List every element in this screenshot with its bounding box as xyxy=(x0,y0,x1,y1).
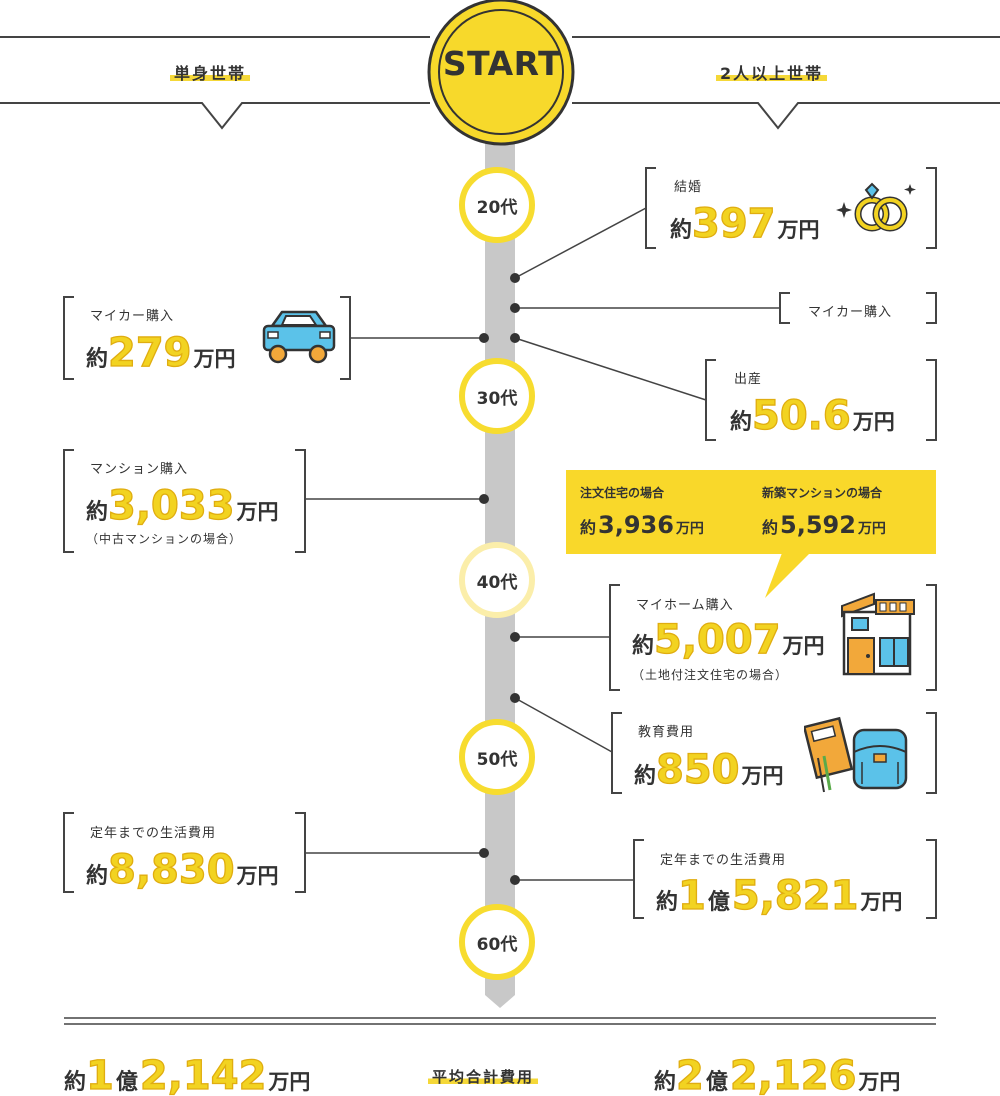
left-car-title: マイカー購入 xyxy=(90,309,175,324)
right-living-amount: 約1億5,821万円 xyxy=(656,873,903,919)
footer-single-total: 約1億2,142万円 xyxy=(64,1053,311,1096)
right-education-title: 教育費用 xyxy=(638,725,695,740)
age-50s: 50代 xyxy=(459,719,535,795)
left-living-title: 定年までの生活費用 xyxy=(90,826,217,841)
left-mansion-note: （中古マンションの場合） xyxy=(86,532,243,546)
right-education-amount: 約850万円 xyxy=(634,747,784,793)
single-household-label: 単身世帯 xyxy=(170,60,251,84)
left-mansion-amount: 約3,033万円 xyxy=(86,483,279,529)
right-birth-amount: 約50.6万円 xyxy=(730,393,895,439)
footer-multi-total: 約2億2,126万円 xyxy=(654,1053,901,1096)
start-badge: START xyxy=(442,44,562,83)
rings-icon xyxy=(836,182,916,232)
car-icon xyxy=(262,310,336,364)
house-icon xyxy=(841,592,915,676)
footer-average-total-label: 平均合計費用 xyxy=(428,1066,539,1087)
age-30s: 30代 xyxy=(459,358,535,434)
left-mansion-title: マンション購入 xyxy=(90,462,189,477)
right-home-amount: 約5,007万円 xyxy=(632,617,825,663)
left-living-amount: 約8,830万円 xyxy=(86,847,279,893)
right-home-note: （土地付注文住宅の場合） xyxy=(632,668,789,682)
age-40s: 40代 xyxy=(459,542,535,618)
right-home-title: マイホーム購入 xyxy=(636,598,734,613)
right-marriage-amount: 約397万円 xyxy=(670,201,820,247)
right-birth-title: 出産 xyxy=(734,372,763,387)
right-car-title: マイカー購入 xyxy=(808,305,893,320)
left-car-amount: 約279万円 xyxy=(86,330,236,376)
right-marriage-title: 結婚 xyxy=(674,180,703,195)
age-60s: 60代 xyxy=(459,904,535,980)
school-supplies-icon xyxy=(804,716,908,793)
multi-household-label: 2人以上世帯 xyxy=(716,60,828,84)
right-living-title: 定年までの生活費用 xyxy=(660,853,787,868)
age-20s: 20代 xyxy=(459,167,535,243)
